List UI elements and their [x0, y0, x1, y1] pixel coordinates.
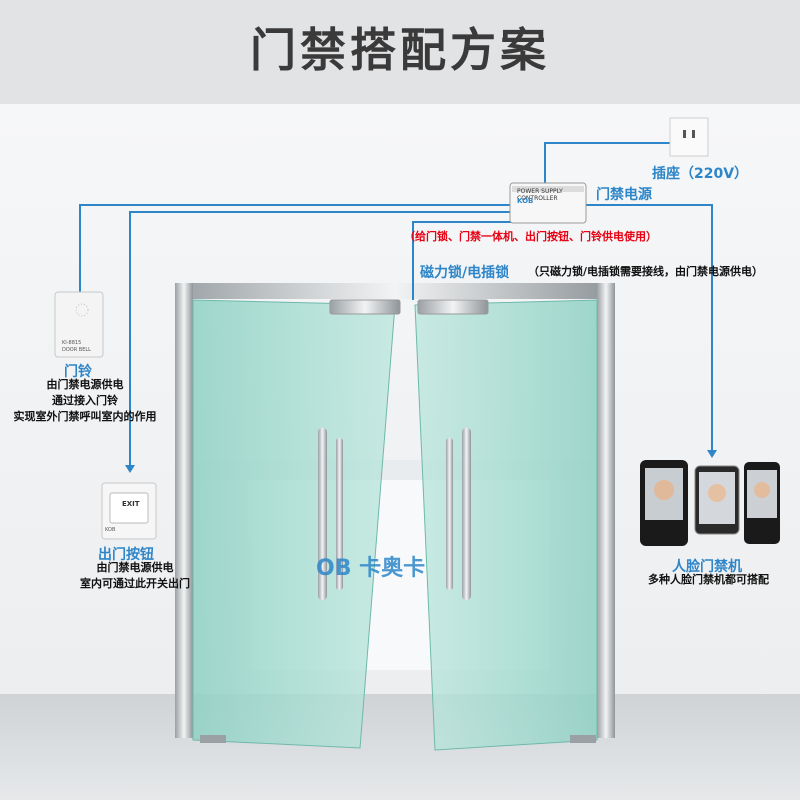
doorbell-device-text-2: DOOR BELL — [62, 347, 91, 353]
doorbell-device-text-1: KI-8815 — [62, 340, 81, 346]
face-terminals — [640, 460, 780, 546]
power-supply-note: （给门锁、门禁一体机、出门按钮、门铃供电使用） — [404, 229, 657, 245]
exit-button-desc-line: 由门禁电源供电 — [60, 560, 210, 576]
socket-label: 插座（220V） — [652, 163, 748, 183]
doorbell-desc-line: 由门禁电源供电 — [0, 377, 170, 393]
doorbell-desc-line: 通过接入门铃 — [0, 393, 170, 409]
magnetic-lock-note: （只磁力锁/电插锁需要接线，由门禁电源供电） — [528, 264, 763, 280]
reception-logo-brand: OB — [316, 556, 351, 581]
power-supply-brand: KOB — [517, 197, 533, 205]
reception-logo: OB 卡奥卡 — [316, 550, 425, 582]
face-terminal-desc: 多种人脸门禁机都可搭配 — [648, 572, 769, 588]
exit-button-desc: 由门禁电源供电 室内可通过此开关出门 — [60, 560, 210, 592]
doorbell-desc-line: 实现室外门禁呼叫室内的作用 — [0, 409, 170, 425]
magnetic-lock-label: 磁力锁/电插锁 — [420, 262, 509, 282]
reception-logo-name: 卡奥卡 — [359, 556, 425, 581]
magnetic-lock — [330, 300, 488, 314]
power-supply-label: 门禁电源 — [596, 184, 652, 204]
right-glass-door — [415, 300, 597, 750]
left-glass-door — [193, 300, 395, 748]
exit-button-desc-line: 室内可通过此开关出门 — [60, 576, 210, 592]
power-socket — [670, 118, 708, 156]
doorbell-desc: 由门禁电源供电 通过接入门铃 实现室外门禁呼叫室内的作用 — [0, 377, 170, 425]
wire-arrows — [75, 292, 717, 473]
exit-button-device-text: EXIT — [122, 500, 140, 508]
exit-button-device-brand: KOB — [105, 527, 115, 533]
